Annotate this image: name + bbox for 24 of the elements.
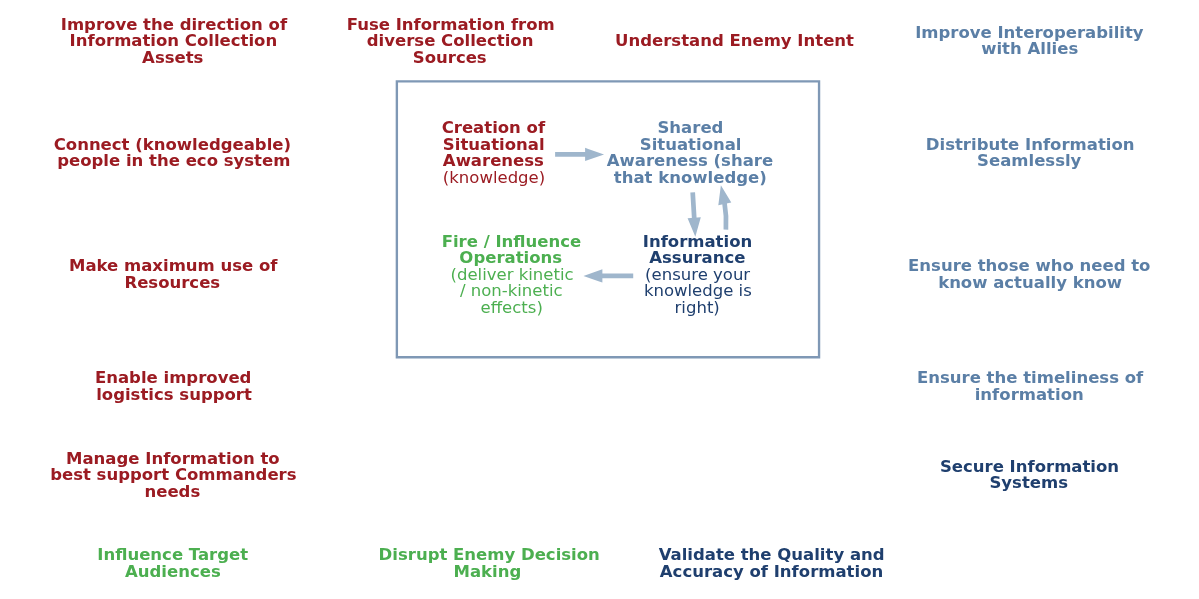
label: Validate the Quality and Accuracy of Information [658, 545, 885, 581]
label: Enable improved logistics support [94, 368, 252, 404]
label: Connect (knowledgeable) people in the eco system [53, 134, 291, 171]
label: Distribute Information Seamlessly [925, 134, 1135, 171]
node-text: Shared Situational Awareness (share that knowledge) [606, 118, 773, 187]
label: Ensure the timeliness of information [916, 368, 1143, 404]
node-text: Creation of Situational Awareness (knowledge) [441, 118, 545, 187]
label: Understand Enemy Intent [614, 30, 854, 50]
label: Secure Information Systems [939, 456, 1119, 493]
label: Make maximum use of Resources [68, 256, 278, 292]
label: Manage Information to best support Commanders needs [49, 448, 297, 501]
label: Influence Target Audiences [96, 545, 248, 581]
arrow [717, 185, 731, 230]
node-text: Information Assurance (ensure your knowledge is right) [642, 231, 752, 317]
arrow [554, 147, 604, 162]
cluster [395, 80, 820, 359]
label: Ensure those who need to know actually know [907, 256, 1150, 292]
arrow [582, 269, 633, 283]
label: Improve Interoperability with Allies [914, 22, 1144, 59]
node-text: Fire / Influence Operations (deliver kinetic / non-kinetic effects) [441, 231, 581, 317]
label: Fuse Information from diverse Collection Sources [346, 14, 555, 67]
arrow [687, 192, 701, 237]
label: Improve the direction of Information Collection Assets [60, 14, 287, 67]
label: Disrupt Enemy Decision Making [378, 545, 600, 581]
